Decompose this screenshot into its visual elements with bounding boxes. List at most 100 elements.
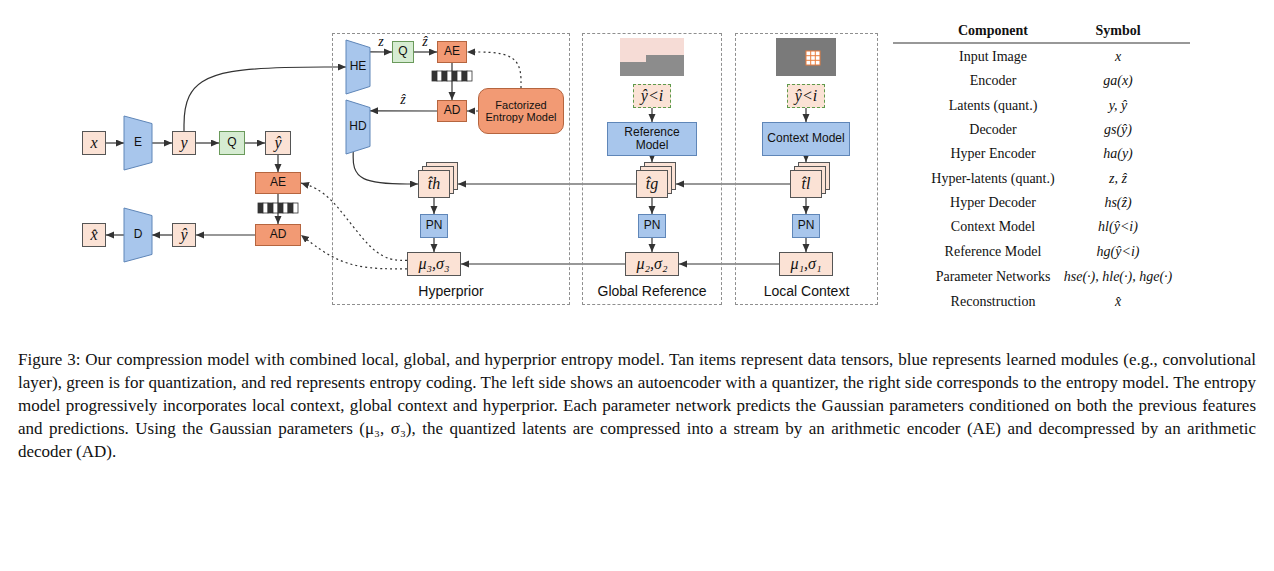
quantizer-box: Q xyxy=(392,41,414,63)
arrow xyxy=(433,198,434,214)
node-label: Factorized Entropy Model xyxy=(479,99,563,123)
arrow xyxy=(676,183,790,184)
arrow xyxy=(805,108,806,122)
node-label: AE xyxy=(444,45,460,58)
table-cell: Context Model xyxy=(951,219,1035,234)
arrow xyxy=(277,155,278,172)
arrow xyxy=(805,238,806,252)
stacked-tensor: t̂g xyxy=(636,170,668,198)
table-cell: gs(ŷ) xyxy=(1104,122,1132,137)
arrow xyxy=(651,108,652,122)
stacked-tensor: t̂l xyxy=(790,170,822,198)
module-box: PN xyxy=(638,214,666,238)
edge-label: ẑ xyxy=(399,93,406,107)
table-cell: Reconstruction xyxy=(951,294,1036,309)
entropy-model-box: Factorized Entropy Model xyxy=(478,88,564,134)
arrow xyxy=(106,142,124,143)
stack-sheet xyxy=(791,171,822,198)
arrow xyxy=(245,142,265,143)
edge-label: z xyxy=(377,35,384,49)
table-cell: Decoder xyxy=(969,122,1016,137)
dotted-arrow xyxy=(301,235,407,269)
node-label: x̂ xyxy=(90,226,97,244)
stacked-tensor: t̂h xyxy=(418,170,450,198)
arrow xyxy=(651,238,652,252)
trapezoid-shape xyxy=(346,100,370,154)
stack-sheet xyxy=(637,171,668,198)
dashed-region: Global Referenceŷ<iReference Modelt̂gPNμ… xyxy=(582,33,722,305)
dashed-region: Local Contextŷ<iContext Modelt̂lPNμ₁,σ₁ xyxy=(735,33,878,305)
table-cell: y, ŷ xyxy=(1109,98,1128,113)
node-label: D xyxy=(134,228,143,241)
node-label: μ₂,σ₂ xyxy=(636,255,667,273)
table-cell: Encoder xyxy=(970,73,1017,88)
tensor-box: μ₂,σ₂ xyxy=(625,252,679,276)
arrow xyxy=(353,152,418,184)
table-cell: ha(y) xyxy=(1103,146,1133,161)
node-label: Reference Model xyxy=(608,126,696,152)
arrow xyxy=(805,156,806,162)
arrow xyxy=(458,183,636,184)
arrow xyxy=(106,234,124,235)
table-cell: Hyper-latents (quant.) xyxy=(931,171,1054,186)
table-cell: Latents (quant.) xyxy=(949,98,1038,113)
encoder-trapezoid: E xyxy=(124,116,152,170)
decoder-trapezoid: D xyxy=(124,208,152,262)
dotted-arrow xyxy=(467,52,521,88)
arrow xyxy=(414,51,437,52)
tensor-box: ŷ xyxy=(172,223,196,247)
bitstream xyxy=(432,71,472,81)
node-label: AE xyxy=(270,176,286,189)
reference-image xyxy=(620,38,684,76)
node-label: Context Model xyxy=(767,132,844,145)
arrow xyxy=(184,67,346,131)
node-label: HE xyxy=(350,60,367,73)
tensor-box: y xyxy=(172,131,196,155)
node-label: HD xyxy=(349,120,366,133)
tensor-box: μ₃,σ₃ xyxy=(407,252,461,276)
figure-caption: Figure 3: Our compression model with com… xyxy=(18,348,1256,463)
coder-box: AE xyxy=(255,172,301,194)
node-label: t̂g xyxy=(646,175,658,193)
arrow xyxy=(433,238,434,252)
dashed-region: Hyperprior HE Q AE AD Factorized Entropy Mode… xyxy=(332,33,570,305)
table-header: Component xyxy=(958,23,1028,38)
encoder-trapezoid: HE xyxy=(346,40,370,94)
coder-box: AD xyxy=(437,100,467,122)
arrow xyxy=(370,110,437,111)
arrow xyxy=(152,142,172,143)
table-rule xyxy=(893,42,1190,43)
node-label: t̂h xyxy=(428,175,440,193)
bitstream xyxy=(258,203,298,213)
table-cell: z, ẑ xyxy=(1109,171,1127,186)
tensor-box: ŷ<i xyxy=(633,84,671,108)
node-label: μ₁,σ₁ xyxy=(790,255,821,273)
module-box: Reference Model xyxy=(607,122,697,156)
table-cell: hse(·), hle(·), hge(·) xyxy=(1064,269,1172,284)
table-cell: Input Image xyxy=(959,49,1027,64)
trapezoid-shape xyxy=(124,208,152,262)
arrow xyxy=(651,156,652,162)
tensor-box: ŷ xyxy=(265,131,291,155)
arrow xyxy=(805,198,806,214)
table-header: Symbol xyxy=(1095,23,1140,38)
node-label: PN xyxy=(798,219,815,232)
trapezoid-shape xyxy=(346,40,370,94)
table-cell: hs(ẑ) xyxy=(1104,195,1131,210)
node-label: AD xyxy=(444,104,461,117)
table-cell: Parameter Networks xyxy=(936,269,1051,284)
dotted-arrow xyxy=(301,183,407,260)
table-cell: Hyper Encoder xyxy=(950,146,1035,161)
edge-label: ẑ xyxy=(421,35,428,49)
arrow xyxy=(370,51,392,52)
arrow xyxy=(679,263,779,264)
region-title: Hyperprior xyxy=(333,284,569,299)
coder-box: AE xyxy=(437,41,467,63)
arrow xyxy=(651,198,652,214)
node-label: μ₃,σ₃ xyxy=(418,255,449,273)
node-label: PN xyxy=(644,219,661,232)
arrow xyxy=(196,142,219,143)
stack-sheet xyxy=(419,171,450,198)
trapezoid-shape xyxy=(124,116,152,170)
node-label: ŷ xyxy=(274,134,281,152)
